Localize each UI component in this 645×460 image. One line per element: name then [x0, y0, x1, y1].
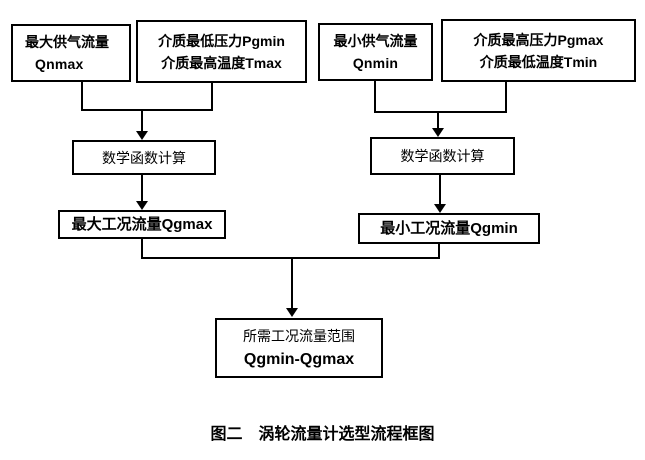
- connector-line: [439, 175, 441, 205]
- node-label: 最大供气流量: [25, 34, 109, 50]
- connector-line: [437, 113, 439, 129]
- connector-line: [141, 257, 440, 259]
- node-label: 最小供气流量: [333, 33, 418, 49]
- connector-line: [81, 80, 83, 111]
- connector-line: [211, 82, 213, 111]
- arrowhead-down: [286, 308, 298, 317]
- arrowhead-down: [136, 131, 148, 140]
- node-max-working-flow: 最大工况流量Qgmax: [58, 210, 226, 239]
- node-min-working-flow: 最小工况流量Qgmin: [358, 213, 540, 244]
- connector-line: [374, 111, 507, 113]
- node-label: 最大工况流量Qgmax: [71, 215, 213, 233]
- node-required-flow-range: 所需工况流量范围 Qgmin-Qgmax: [215, 318, 383, 378]
- connector-line: [505, 81, 507, 113]
- node-label: 介质最高温度Tmax: [161, 54, 282, 71]
- node-label: 介质最低温度Tmin: [479, 53, 598, 70]
- node-label: 最小工况流量Qgmin: [380, 219, 518, 237]
- node-math-calc-left: 数学函数计算: [72, 140, 216, 175]
- connector-line: [141, 174, 143, 202]
- node-label: 所需工况流量范围: [243, 328, 355, 344]
- node-label: 数学函数计算: [400, 148, 485, 164]
- node-sublabel: Qnmax: [35, 56, 84, 72]
- node-min-supply-flow: 最小供气流量 Qnmin: [318, 23, 433, 81]
- connector-line: [81, 109, 213, 111]
- node-max-pressure-min-temp: 介质最高压力Pgmax 介质最低温度Tmin: [441, 19, 636, 82]
- figure-caption: 图二 涡轮流量计选型流程框图: [210, 426, 435, 443]
- connector-line: [438, 243, 440, 259]
- node-sublabel: Qnmin: [352, 55, 399, 71]
- connector-line: [141, 238, 143, 259]
- connector-line: [374, 80, 376, 113]
- node-label: 数学函数计算: [102, 149, 186, 166]
- connector-line: [291, 258, 293, 309]
- arrowhead-down: [432, 128, 444, 137]
- node-label: 介质最高压力Pgmax: [473, 31, 604, 48]
- node-math-calc-right: 数学函数计算: [370, 137, 515, 175]
- node-max-supply-flow: 最大供气流量 Qnmax: [11, 24, 131, 82]
- node-min-pressure-max-temp: 介质最低压力Pgmin 介质最高温度Tmax: [136, 20, 307, 83]
- node-sublabel: Qgmin-Qgmax: [243, 351, 355, 368]
- arrowhead-down: [136, 201, 148, 210]
- node-label: 介质最低压力Pgmin: [158, 32, 285, 49]
- connector-line: [141, 111, 143, 132]
- arrowhead-down: [434, 204, 446, 213]
